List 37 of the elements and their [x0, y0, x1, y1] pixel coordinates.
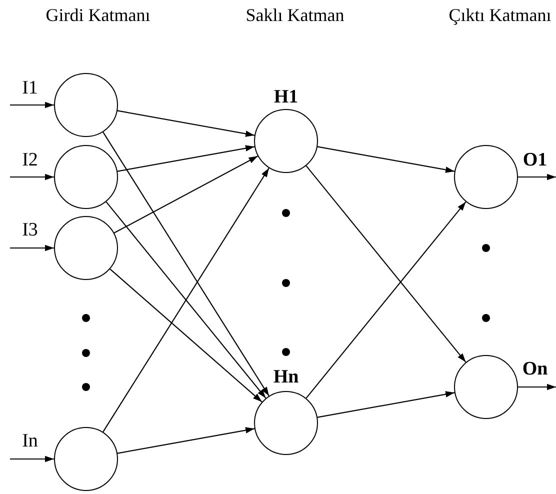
arrow: [110, 268, 262, 402]
arrow: [518, 174, 556, 180]
edge-label: O1: [522, 150, 548, 170]
arrow: [117, 110, 255, 137]
neuron-label: H1: [274, 88, 298, 106]
neuron-circle: [54, 427, 118, 491]
edge-label: On: [522, 360, 548, 378]
neuron-circle: [54, 145, 118, 209]
arrow: [10, 174, 54, 180]
neuron-circle: [454, 145, 518, 209]
neuron-circle: [454, 355, 518, 419]
arrow: [10, 456, 54, 462]
arrow: [10, 102, 54, 108]
arrow: [317, 391, 455, 418]
arrow: [117, 145, 255, 172]
layer-heading: Saklı Katman: [244, 4, 346, 27]
neuron-circle: [54, 73, 118, 137]
edge-label: I3: [22, 220, 38, 240]
neuron-circle: [254, 109, 318, 173]
edge-label: I1: [22, 78, 38, 98]
neuron-circle: [54, 216, 118, 280]
arrow: [518, 384, 556, 390]
neuron-circle: [254, 391, 318, 455]
arrow: [317, 146, 455, 173]
layer-heading: Çıktı Katmanı: [448, 4, 552, 27]
arrow: [114, 156, 258, 234]
edge-label: I2: [22, 150, 38, 170]
arrow: [10, 244, 54, 252]
arrow: [106, 201, 266, 399]
arrow: [102, 168, 270, 432]
arrow: [306, 201, 466, 399]
arrow: [117, 427, 255, 454]
neuron-label: Hn: [273, 368, 299, 386]
edge-label: In: [22, 432, 38, 450]
layer-heading: Girdi Katmanı: [44, 4, 152, 27]
arrow: [102, 132, 270, 396]
arrow: [306, 165, 466, 363]
